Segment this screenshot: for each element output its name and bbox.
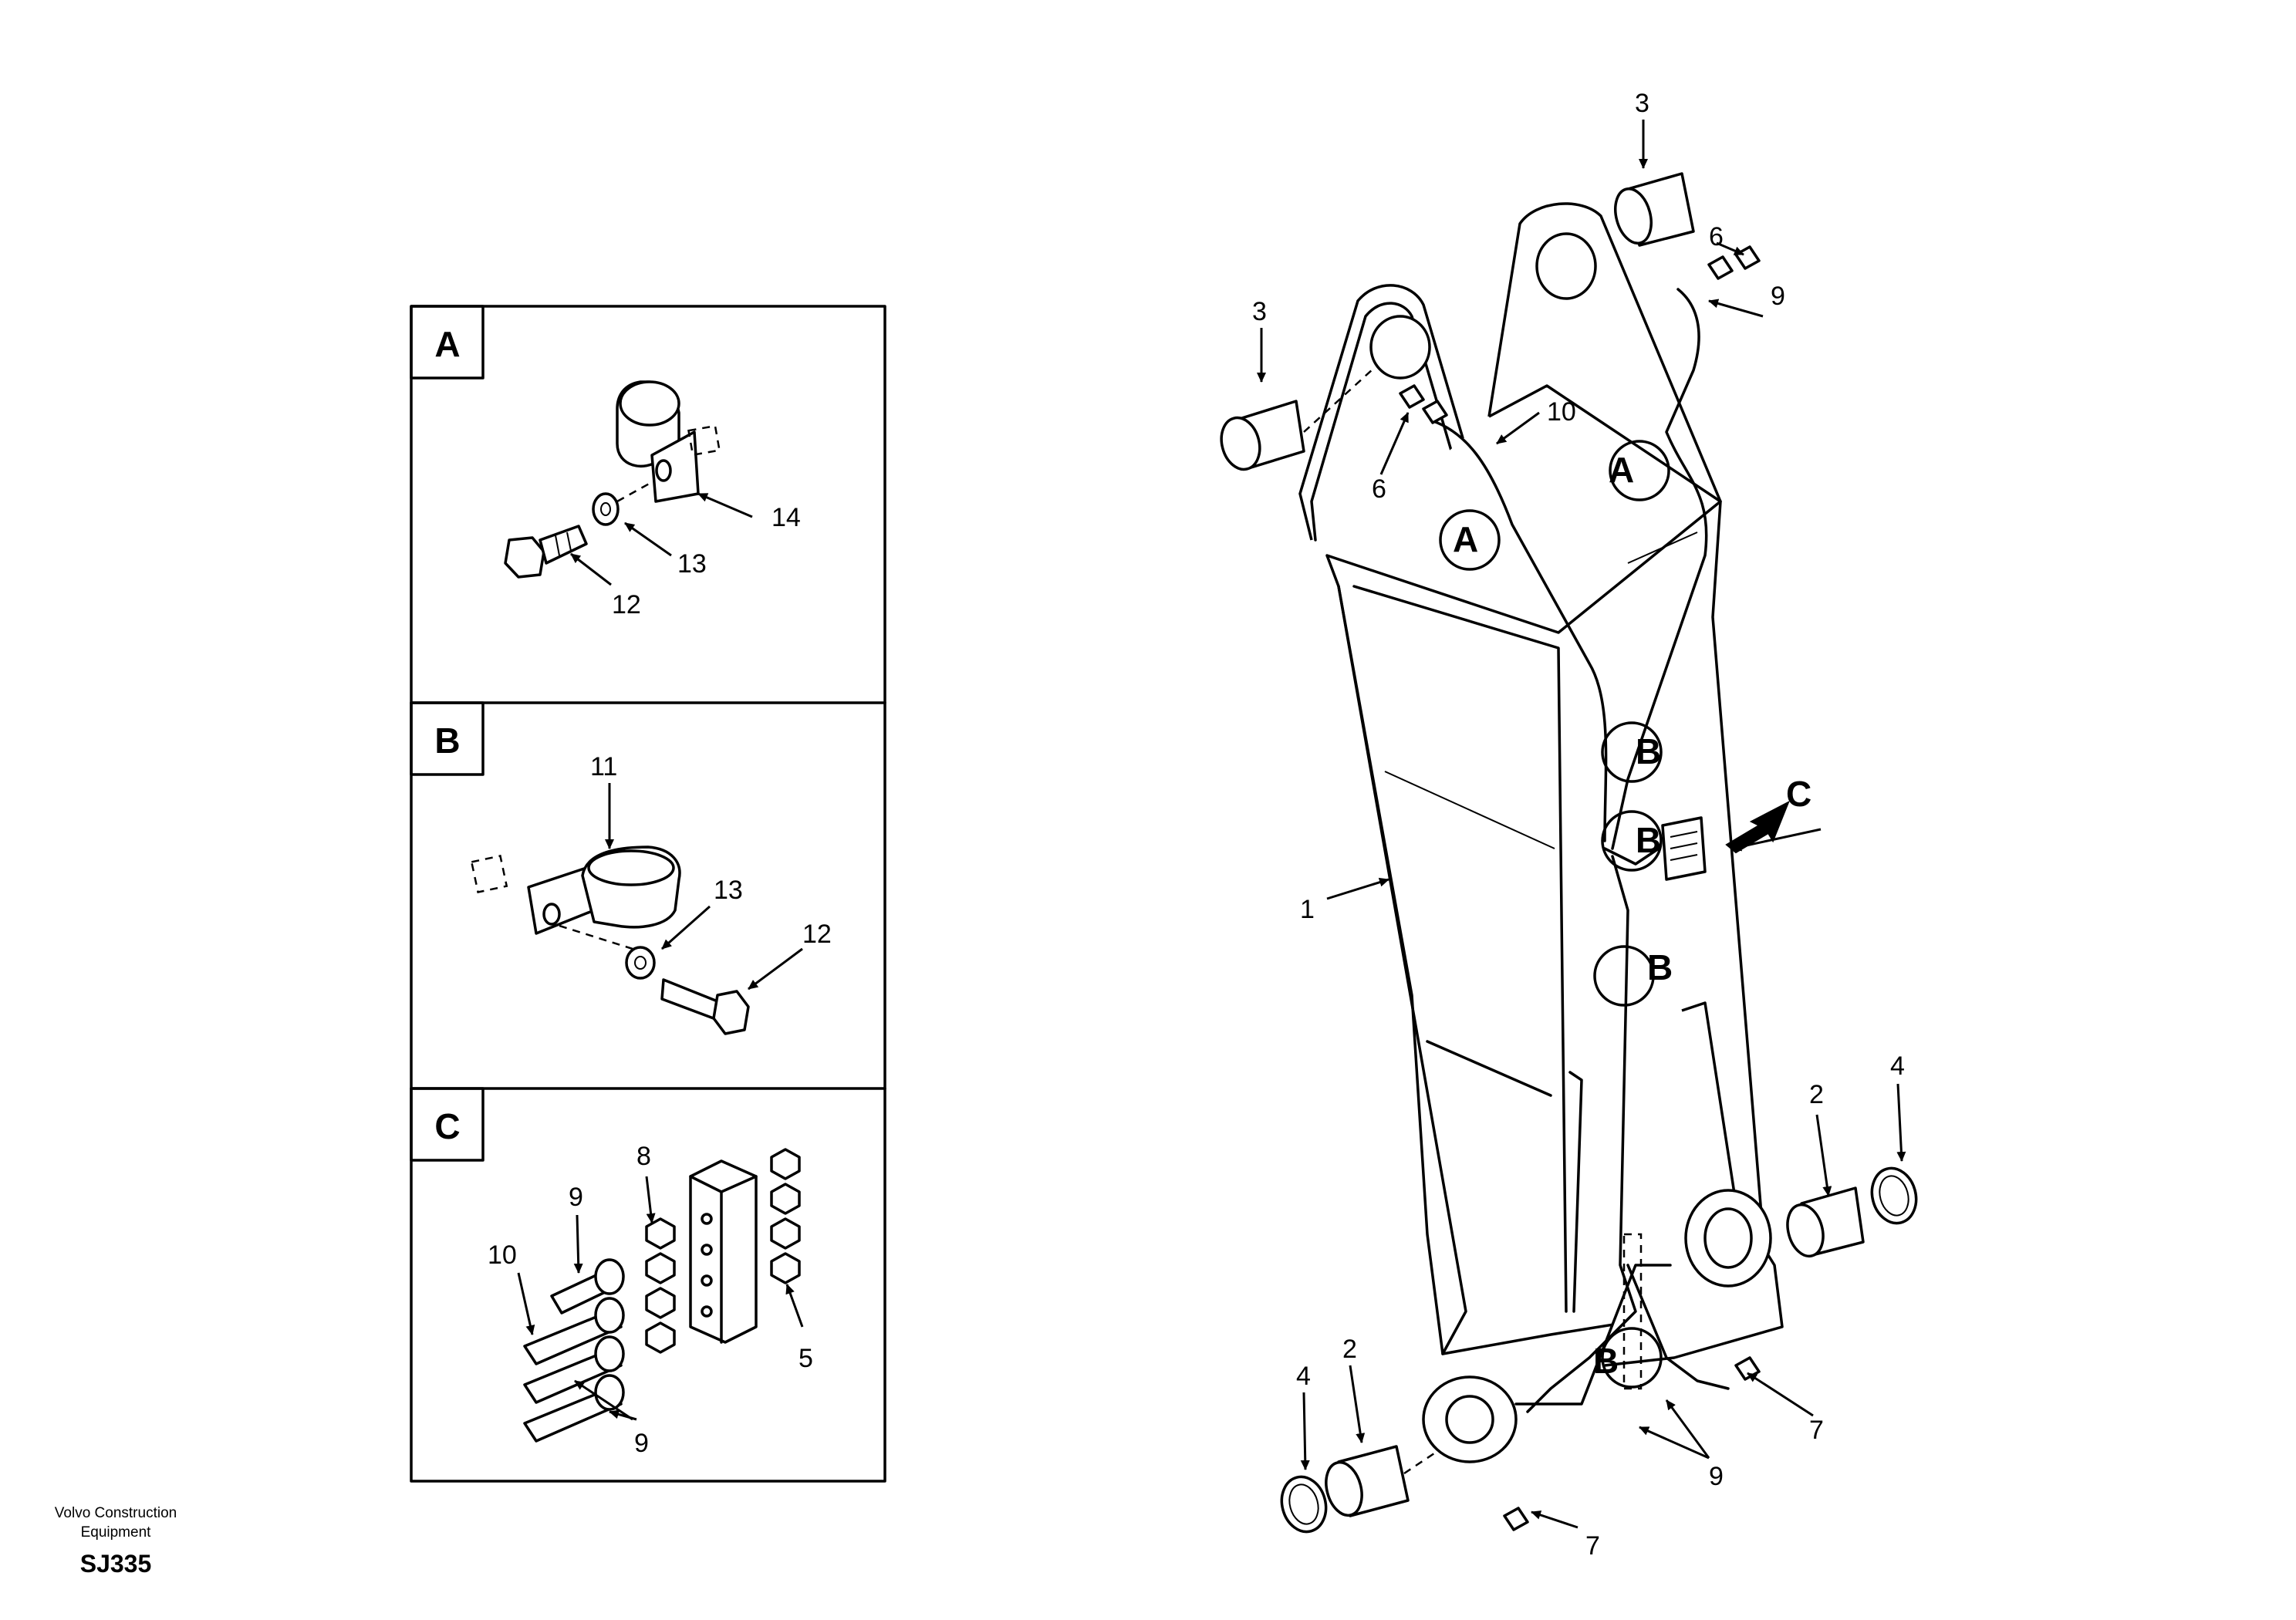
- zone-circle-a: [1439, 509, 1501, 571]
- clamp-a-illustration: [504, 380, 721, 579]
- callout-7: 7: [1585, 1531, 1600, 1561]
- zone-circle-a: [1609, 440, 1670, 501]
- panel-a: A 14 13 12: [410, 305, 801, 619]
- hose-fittings: [523, 1258, 625, 1443]
- callout-9: 9: [1771, 282, 1785, 311]
- hose-line-10: [1430, 419, 1608, 842]
- zone-circle-b: [1601, 1327, 1663, 1389]
- callout-11: 11: [590, 752, 617, 781]
- panel-c-letter: C: [434, 1106, 460, 1146]
- zone-circle-b: [1601, 810, 1663, 872]
- callout-14: 14: [772, 503, 801, 532]
- panel-b-letter: B: [434, 721, 460, 761]
- callout-9: 9: [634, 1429, 649, 1458]
- callout-6: 6: [1709, 222, 1724, 251]
- zone-marker-b: B: [1647, 947, 1673, 987]
- zone-marker-b: B: [1636, 820, 1661, 860]
- bore-left: [1369, 315, 1431, 380]
- zone-marker-b: B: [1593, 1341, 1619, 1381]
- clamp-b-illustration: [470, 845, 750, 1035]
- callout-12: 12: [612, 590, 641, 619]
- connector-block-illustration: [523, 1148, 801, 1443]
- hose-line-9: [1611, 288, 1708, 850]
- callout-13: 13: [714, 876, 743, 905]
- footer: Volvo Construction Equipment SJ335: [55, 1505, 177, 1578]
- bore-top: [1535, 232, 1597, 300]
- callout-5: 5: [799, 1344, 813, 1373]
- nut-stack-right: [770, 1148, 801, 1284]
- main-callout-labels: 3 3 6 9 6 10 1 2 4 2 4 7 7 9 A A B B B B…: [1252, 89, 1905, 1561]
- bore-lower-right: [1684, 1189, 1772, 1288]
- nut-stack-left: [645, 1217, 676, 1354]
- callout-10: 10: [1547, 397, 1576, 427]
- zone-circle-b: [1601, 721, 1663, 783]
- panel-c: C: [410, 1087, 813, 1458]
- boom-assembly: [1298, 202, 1784, 1463]
- panel-b: B 11 13 12: [410, 701, 832, 1035]
- callout-3: 3: [1252, 297, 1267, 326]
- callout-9: 9: [569, 1183, 583, 1212]
- zone-marker-c: C: [1786, 774, 1811, 814]
- company-line-1: Volvo Construction: [55, 1505, 177, 1521]
- callout-1: 1: [1300, 895, 1315, 924]
- callout-7: 7: [1809, 1416, 1824, 1445]
- manifold-block: [1661, 816, 1707, 881]
- zone-c-arrow: [1725, 800, 1790, 854]
- callout-6: 6: [1372, 474, 1386, 504]
- callout-4: 4: [1296, 1362, 1311, 1391]
- bore-lower-left: [1422, 1375, 1518, 1463]
- callout-9: 9: [1709, 1462, 1724, 1491]
- zone-marker-a: A: [1609, 450, 1634, 490]
- callout-13: 13: [677, 549, 707, 579]
- panel-a-letter: A: [434, 324, 460, 364]
- company-line-2: Equipment: [81, 1524, 152, 1541]
- zone-marker-b: B: [1636, 731, 1661, 771]
- callout-12: 12: [802, 920, 832, 949]
- callout-10: 10: [488, 1240, 517, 1270]
- callout-3: 3: [1635, 89, 1649, 118]
- bushings: [1220, 172, 1918, 1534]
- callout-2: 2: [1342, 1335, 1357, 1364]
- detail-frame: [410, 305, 886, 1483]
- drawing-code: SJ335: [80, 1550, 152, 1578]
- detail-panels: A 14 13 12: [410, 305, 886, 1483]
- callout-4: 4: [1890, 1051, 1905, 1081]
- zone-marker-a: A: [1453, 519, 1478, 559]
- callout-8: 8: [636, 1142, 651, 1171]
- callout-2: 2: [1809, 1080, 1824, 1109]
- zone-circle-b: [1593, 945, 1655, 1007]
